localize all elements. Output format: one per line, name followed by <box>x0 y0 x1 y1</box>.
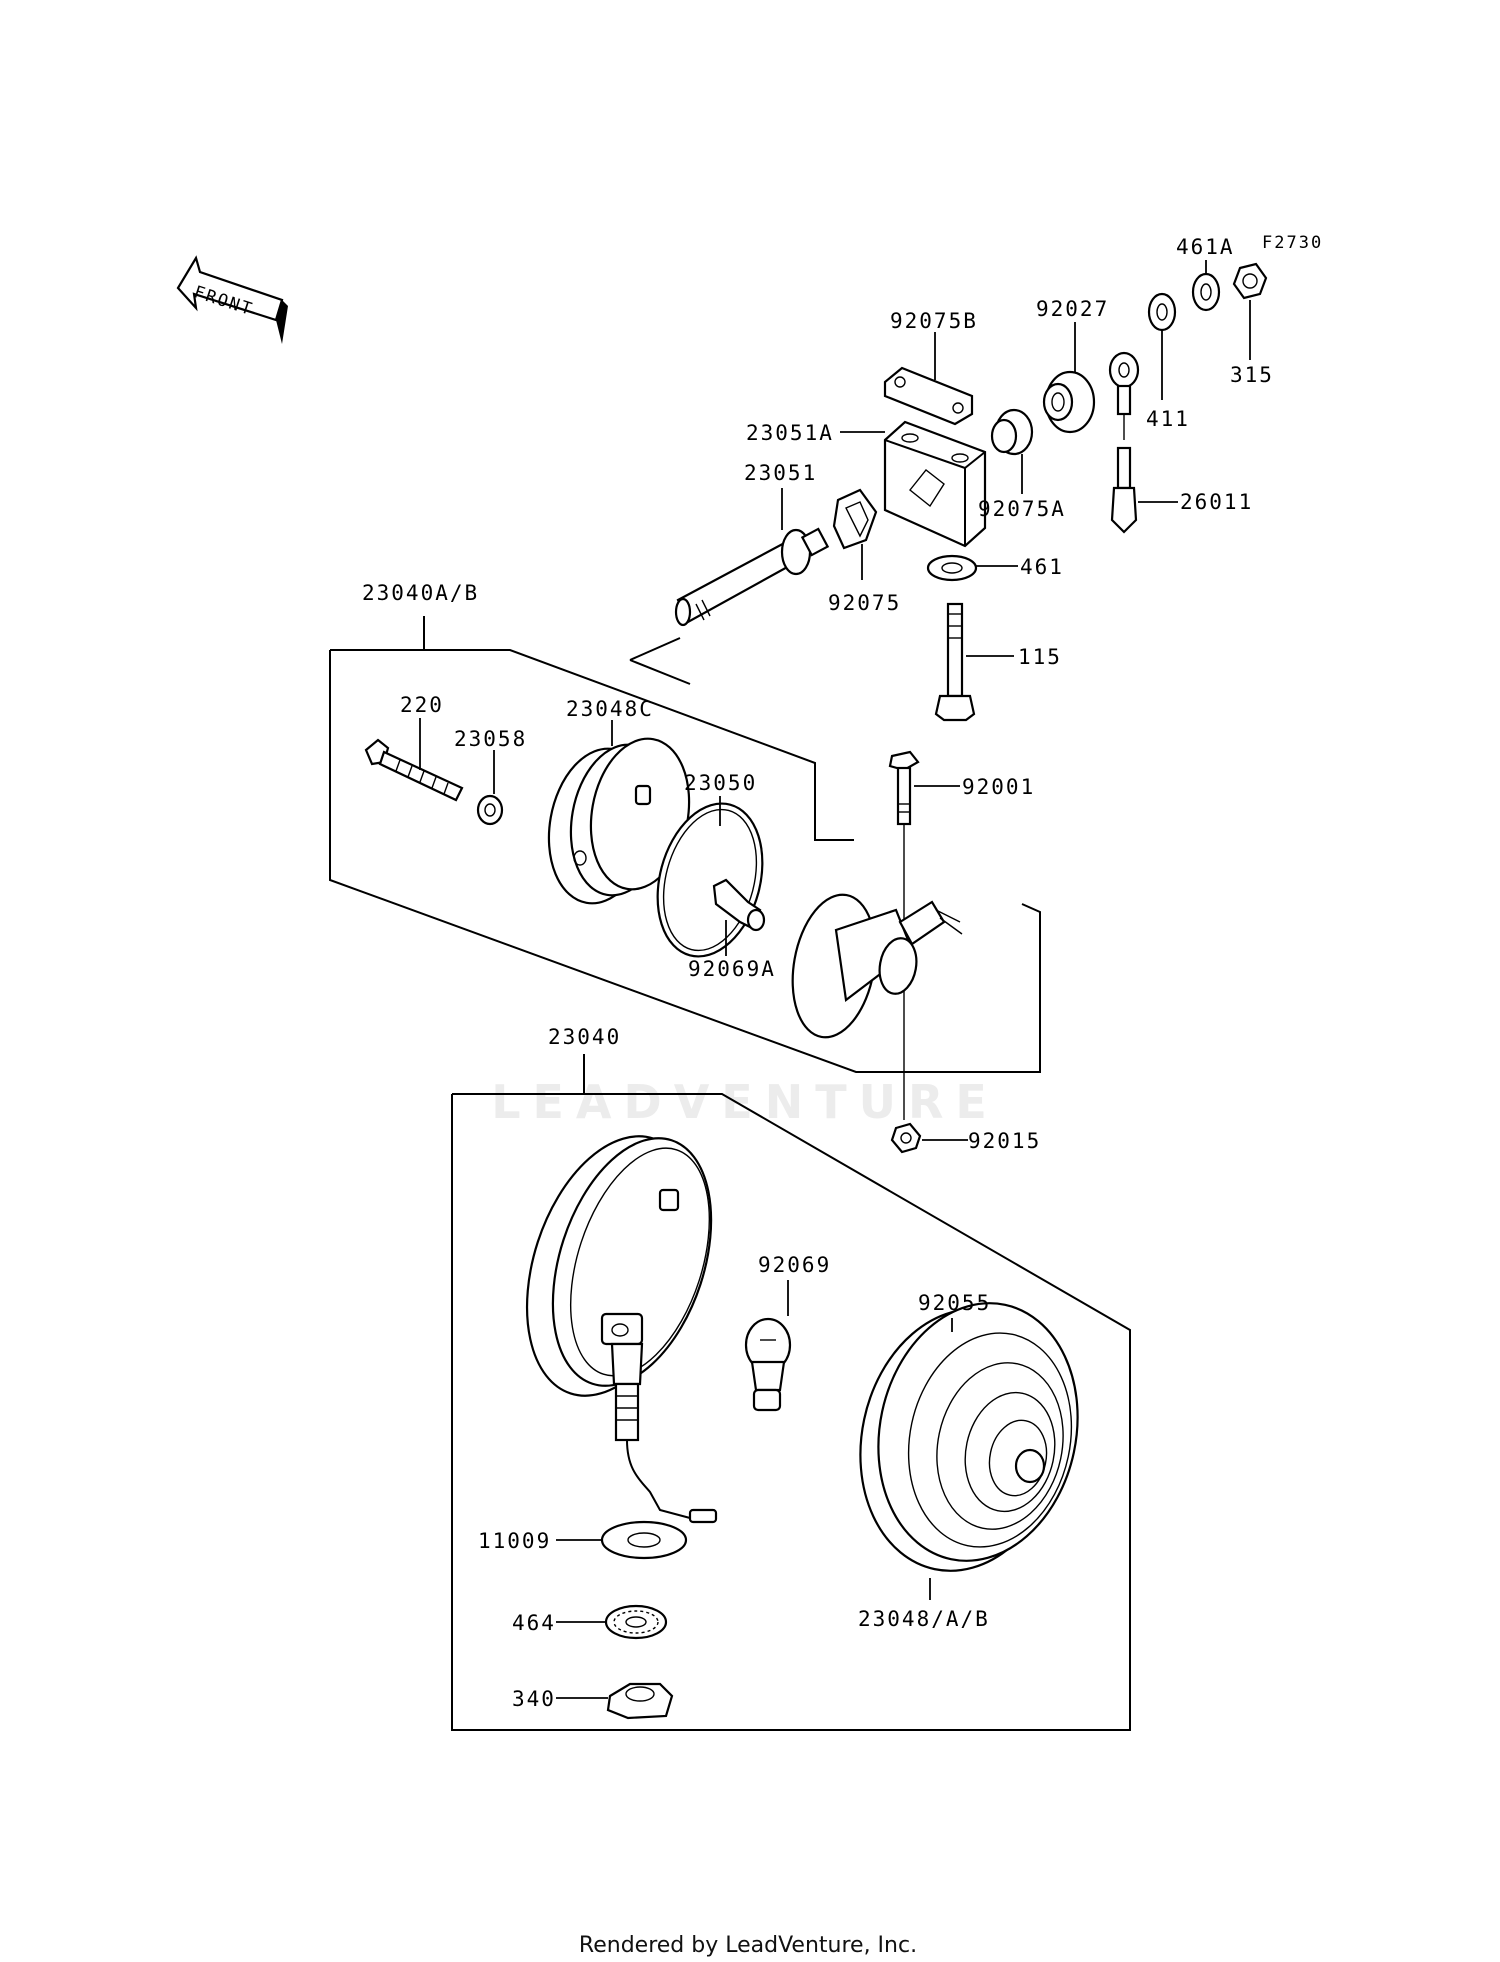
label-340: 340 <box>512 1687 556 1711</box>
footer-credit: Rendered by LeadVenture, Inc. <box>579 1933 917 1958</box>
nut-315 <box>1232 262 1268 300</box>
label-23050: 23050 <box>684 771 757 795</box>
label-23048C: 23048C <box>566 697 654 721</box>
diagram-code: F2730 <box>1262 233 1323 253</box>
lockwasher-464 <box>604 1604 668 1640</box>
label-92069A: 92069A <box>688 957 776 981</box>
screw-220 <box>364 738 464 802</box>
headlight-housing-23040 <box>525 1135 718 1524</box>
label-92075B: 92075B <box>890 309 978 333</box>
lens-23048AB <box>859 1302 1079 1572</box>
shaft-23051 <box>674 527 830 627</box>
label-411: 411 <box>1146 407 1190 431</box>
rim-23048C <box>547 737 691 905</box>
washer-461A <box>1191 272 1221 312</box>
label-464: 464 <box>512 1611 556 1635</box>
bracket-23051A <box>883 420 987 548</box>
label-92075A: 92075A <box>978 497 1066 521</box>
label-115: 115 <box>1018 645 1062 669</box>
plate-92075B <box>883 366 974 426</box>
label-315: 315 <box>1230 363 1274 387</box>
label-92027: 92027 <box>1036 297 1109 321</box>
label-23051: 23051 <box>744 461 817 485</box>
nut-340 <box>606 1682 674 1720</box>
label-461: 461 <box>1020 555 1064 579</box>
label-220: 220 <box>400 693 444 717</box>
bushing-92027 <box>1042 370 1096 434</box>
washer-11009 <box>600 1520 688 1560</box>
bushing-92075A <box>990 408 1034 456</box>
label-461A: 461A <box>1176 235 1235 259</box>
label-92015: 92015 <box>968 1129 1041 1153</box>
nut-23058 <box>476 794 504 826</box>
bolt-115 <box>934 602 976 722</box>
label-92001: 92001 <box>962 775 1035 799</box>
label-92055: 92055 <box>918 1291 991 1315</box>
label-92069: 92069 <box>758 1253 831 1277</box>
bulb-92069 <box>744 1317 792 1412</box>
label-23048AB: 23048/A/B <box>858 1607 990 1631</box>
label-23040AB: 23040A/B <box>362 581 479 605</box>
label-23058: 23058 <box>454 727 527 751</box>
bulb-92069A <box>712 878 766 932</box>
label-23051A: 23051A <box>746 421 834 445</box>
label-26011: 26011 <box>1180 490 1253 514</box>
lamp-mount-housing <box>791 893 963 1039</box>
label-11009: 11009 <box>478 1529 551 1553</box>
label-23040: 23040 <box>548 1025 621 1049</box>
label-92075: 92075 <box>828 591 901 615</box>
nut-92015 <box>890 1122 922 1154</box>
bolt-92001 <box>888 750 920 826</box>
washer-411 <box>1147 292 1177 332</box>
washer-461 <box>926 554 978 582</box>
terminal-26011 <box>1108 351 1140 534</box>
front-arrow-icon: FRONT <box>176 255 288 344</box>
watermark-text: LEADVENTURE <box>491 1075 999 1129</box>
spacer-92075 <box>832 488 878 550</box>
